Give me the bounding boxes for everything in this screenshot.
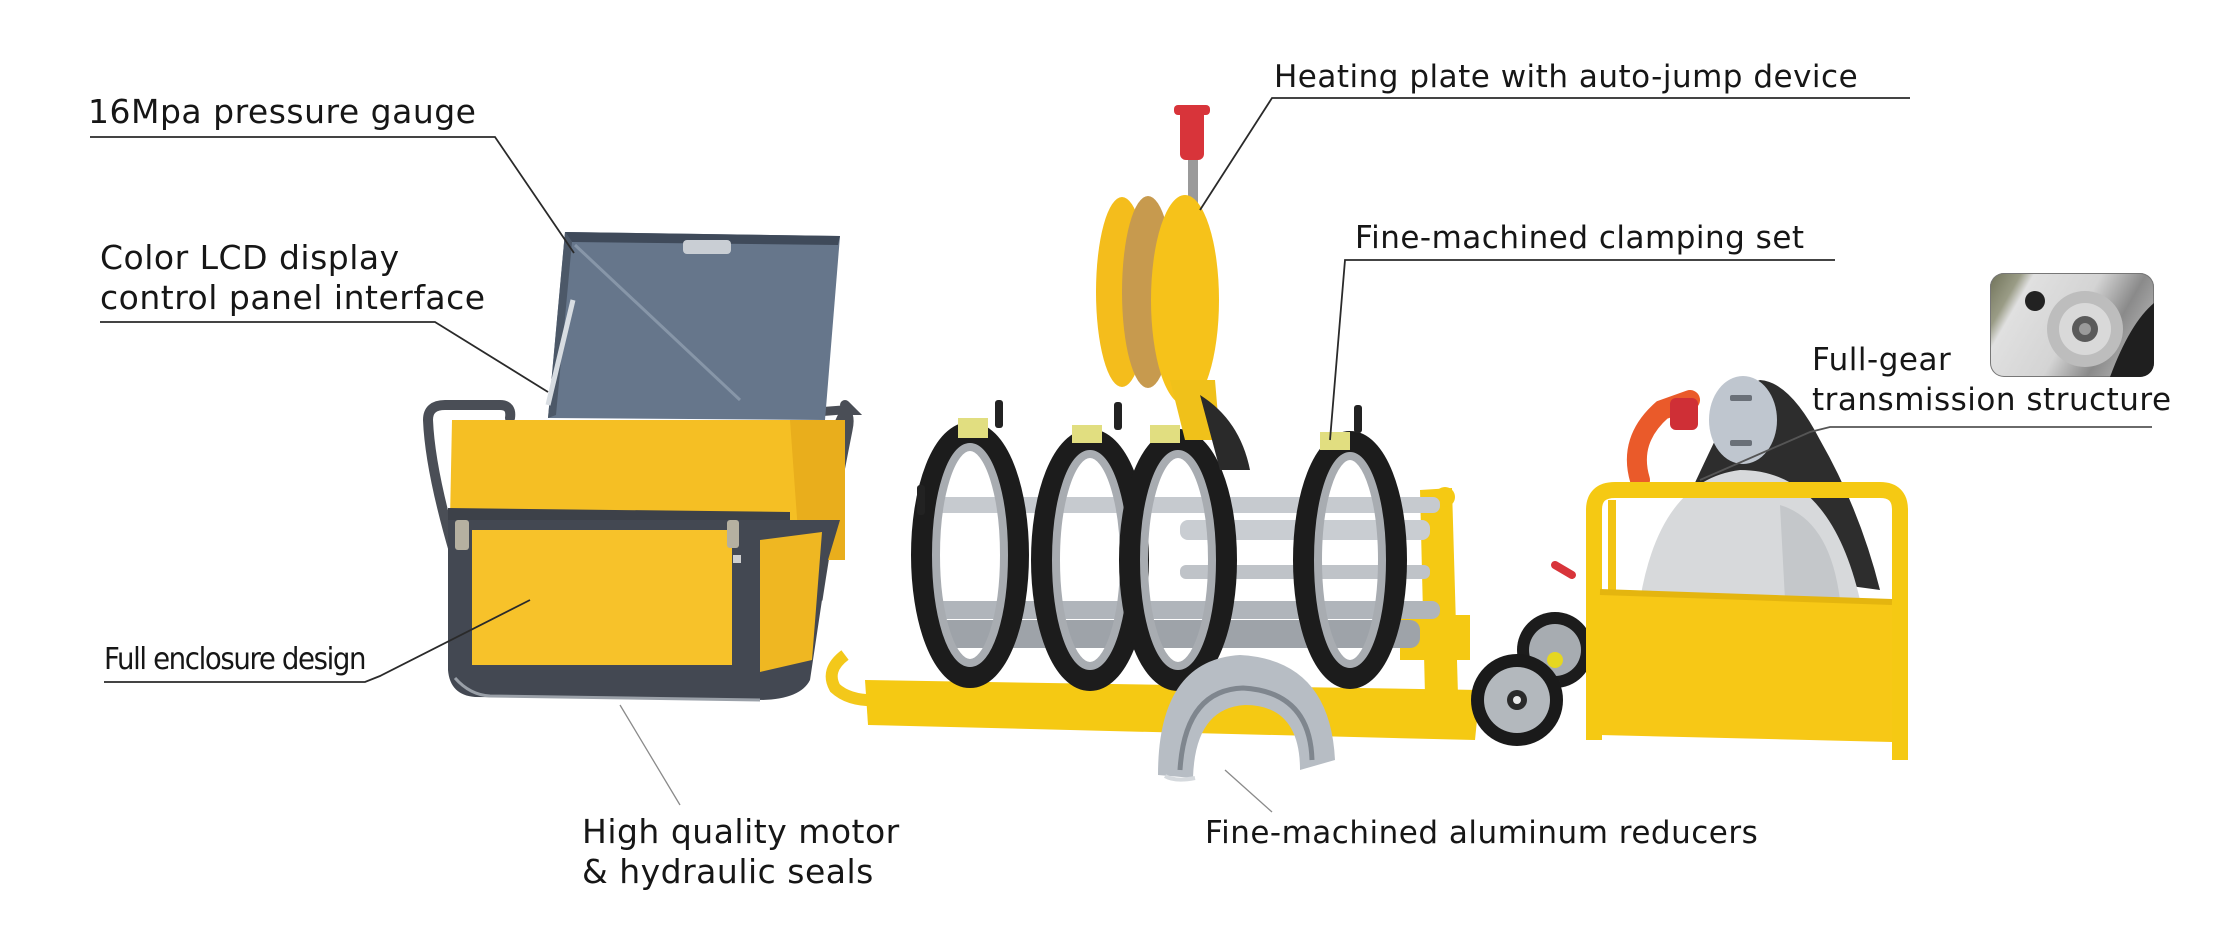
callout-clamping-set: Fine-machined clamping set <box>1355 218 1805 258</box>
aluminum-reducer <box>1158 655 1335 782</box>
machine-base <box>825 487 1480 740</box>
callout-clamping-set-text: Fine-machined clamping set <box>1355 220 1805 256</box>
callout-enclosure: Full enclosure design <box>104 640 367 680</box>
callout-heating-plate: Heating plate with auto-jump device <box>1274 57 1858 97</box>
callout-heating-plate-text: Heating plate with auto-jump device <box>1274 59 1859 95</box>
clamp-rings <box>911 400 1407 691</box>
callout-pressure-gauge: 16Mpa pressure gauge <box>88 92 477 132</box>
callout-gear-transmission: Full-gear transmission structure <box>1812 340 2172 420</box>
heating-plate <box>1096 105 1250 470</box>
hydraulic-unit-box <box>422 232 863 702</box>
callout-enclosure-text: Full enclosure design <box>104 642 367 677</box>
callout-lcd-display-line1: Color LCD display <box>100 238 400 277</box>
gear-closeup-thumbnail <box>1990 273 2154 377</box>
callout-pressure-gauge-text: 16Mpa pressure gauge <box>88 92 477 131</box>
callout-lcd-display-line2: control panel interface <box>100 278 486 317</box>
trimmer-cart <box>1586 376 1908 760</box>
callout-motor-seals: High quality motor & hydraulic seals <box>582 812 900 892</box>
guide-rails <box>920 497 1440 648</box>
callout-aluminum-reducers-text: Fine-machined aluminum reducers <box>1205 815 1759 851</box>
callout-leader-lines <box>90 97 2152 813</box>
callout-gear-transmission-line1: Full-gear <box>1812 342 1952 378</box>
callout-gear-transmission-line2: transmission structure <box>1812 382 2172 418</box>
callout-lcd-display: Color LCD display control panel interfac… <box>100 238 486 318</box>
cart-wheels <box>1471 561 1593 746</box>
gear-closeup-icon <box>2025 291 2154 377</box>
callout-motor-seals-line1: High quality motor <box>582 812 900 851</box>
callout-aluminum-reducers: Fine-machined aluminum reducers <box>1205 813 1758 853</box>
callout-motor-seals-line2: & hydraulic seals <box>582 852 874 891</box>
